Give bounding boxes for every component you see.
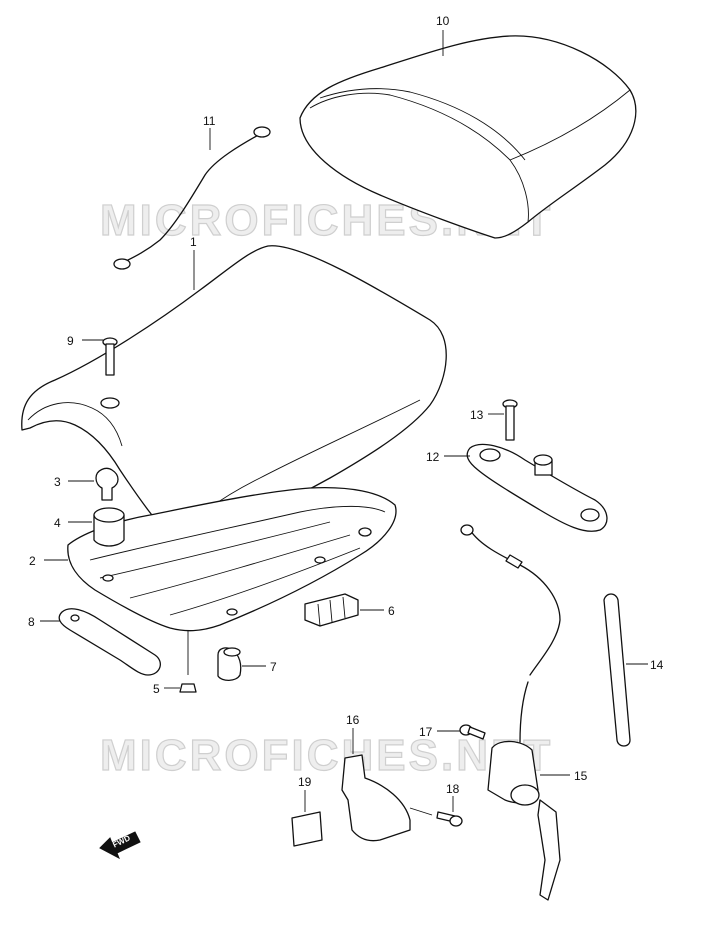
part-5-nut <box>179 683 197 693</box>
part-11-wire <box>113 126 271 270</box>
part-6-clip <box>304 593 359 627</box>
part-1-seat <box>21 245 447 544</box>
part-15-lock <box>487 681 561 901</box>
callout-12: 12 <box>426 450 440 464</box>
callout-19: 19 <box>298 775 312 789</box>
part-7-damper <box>217 647 242 682</box>
callout-5: 5 <box>153 682 160 696</box>
part-8-bracket <box>58 608 161 676</box>
callout-6: 6 <box>388 604 395 618</box>
callout-11: 11 <box>203 114 216 128</box>
watermark-bottom: MICROFICHES.NET <box>100 731 553 780</box>
part-17-screw <box>459 724 486 740</box>
callout-7: 7 <box>270 660 277 674</box>
callout-17: 17 <box>419 725 433 739</box>
callout-13: 13 <box>470 408 484 422</box>
callout-16: 16 <box>346 713 360 727</box>
part-3-grommet <box>95 467 119 501</box>
part-2-seat-base <box>67 486 397 632</box>
part-12-latch <box>466 443 608 532</box>
callout-1: 1 <box>190 235 197 249</box>
callout-15: 15 <box>574 769 588 783</box>
callout-14: 14 <box>650 658 664 672</box>
part-16-bracket <box>341 754 411 842</box>
part-10-pillion-seat <box>299 35 637 239</box>
callout-10: 10 <box>436 14 450 28</box>
callout-2: 2 <box>29 554 36 568</box>
part-19-label <box>291 811 323 847</box>
callout-8: 8 <box>28 615 35 629</box>
callout-9: 9 <box>67 334 74 348</box>
part-13-bolt <box>502 399 518 441</box>
part-4-cushion <box>93 507 125 547</box>
fwd-arrow-icon: FWD <box>99 831 141 860</box>
cable <box>460 524 561 676</box>
callout-numbers: 1 2 3 4 5 6 7 8 9 10 11 12 13 14 15 16 1… <box>28 14 664 796</box>
part-14-strap <box>603 593 631 747</box>
callout-18: 18 <box>446 782 460 796</box>
part-18-screw <box>436 811 463 827</box>
part-9-bolt <box>100 337 120 409</box>
callout-3: 3 <box>54 475 61 489</box>
leader-lines <box>40 30 648 816</box>
callout-4: 4 <box>54 516 61 530</box>
